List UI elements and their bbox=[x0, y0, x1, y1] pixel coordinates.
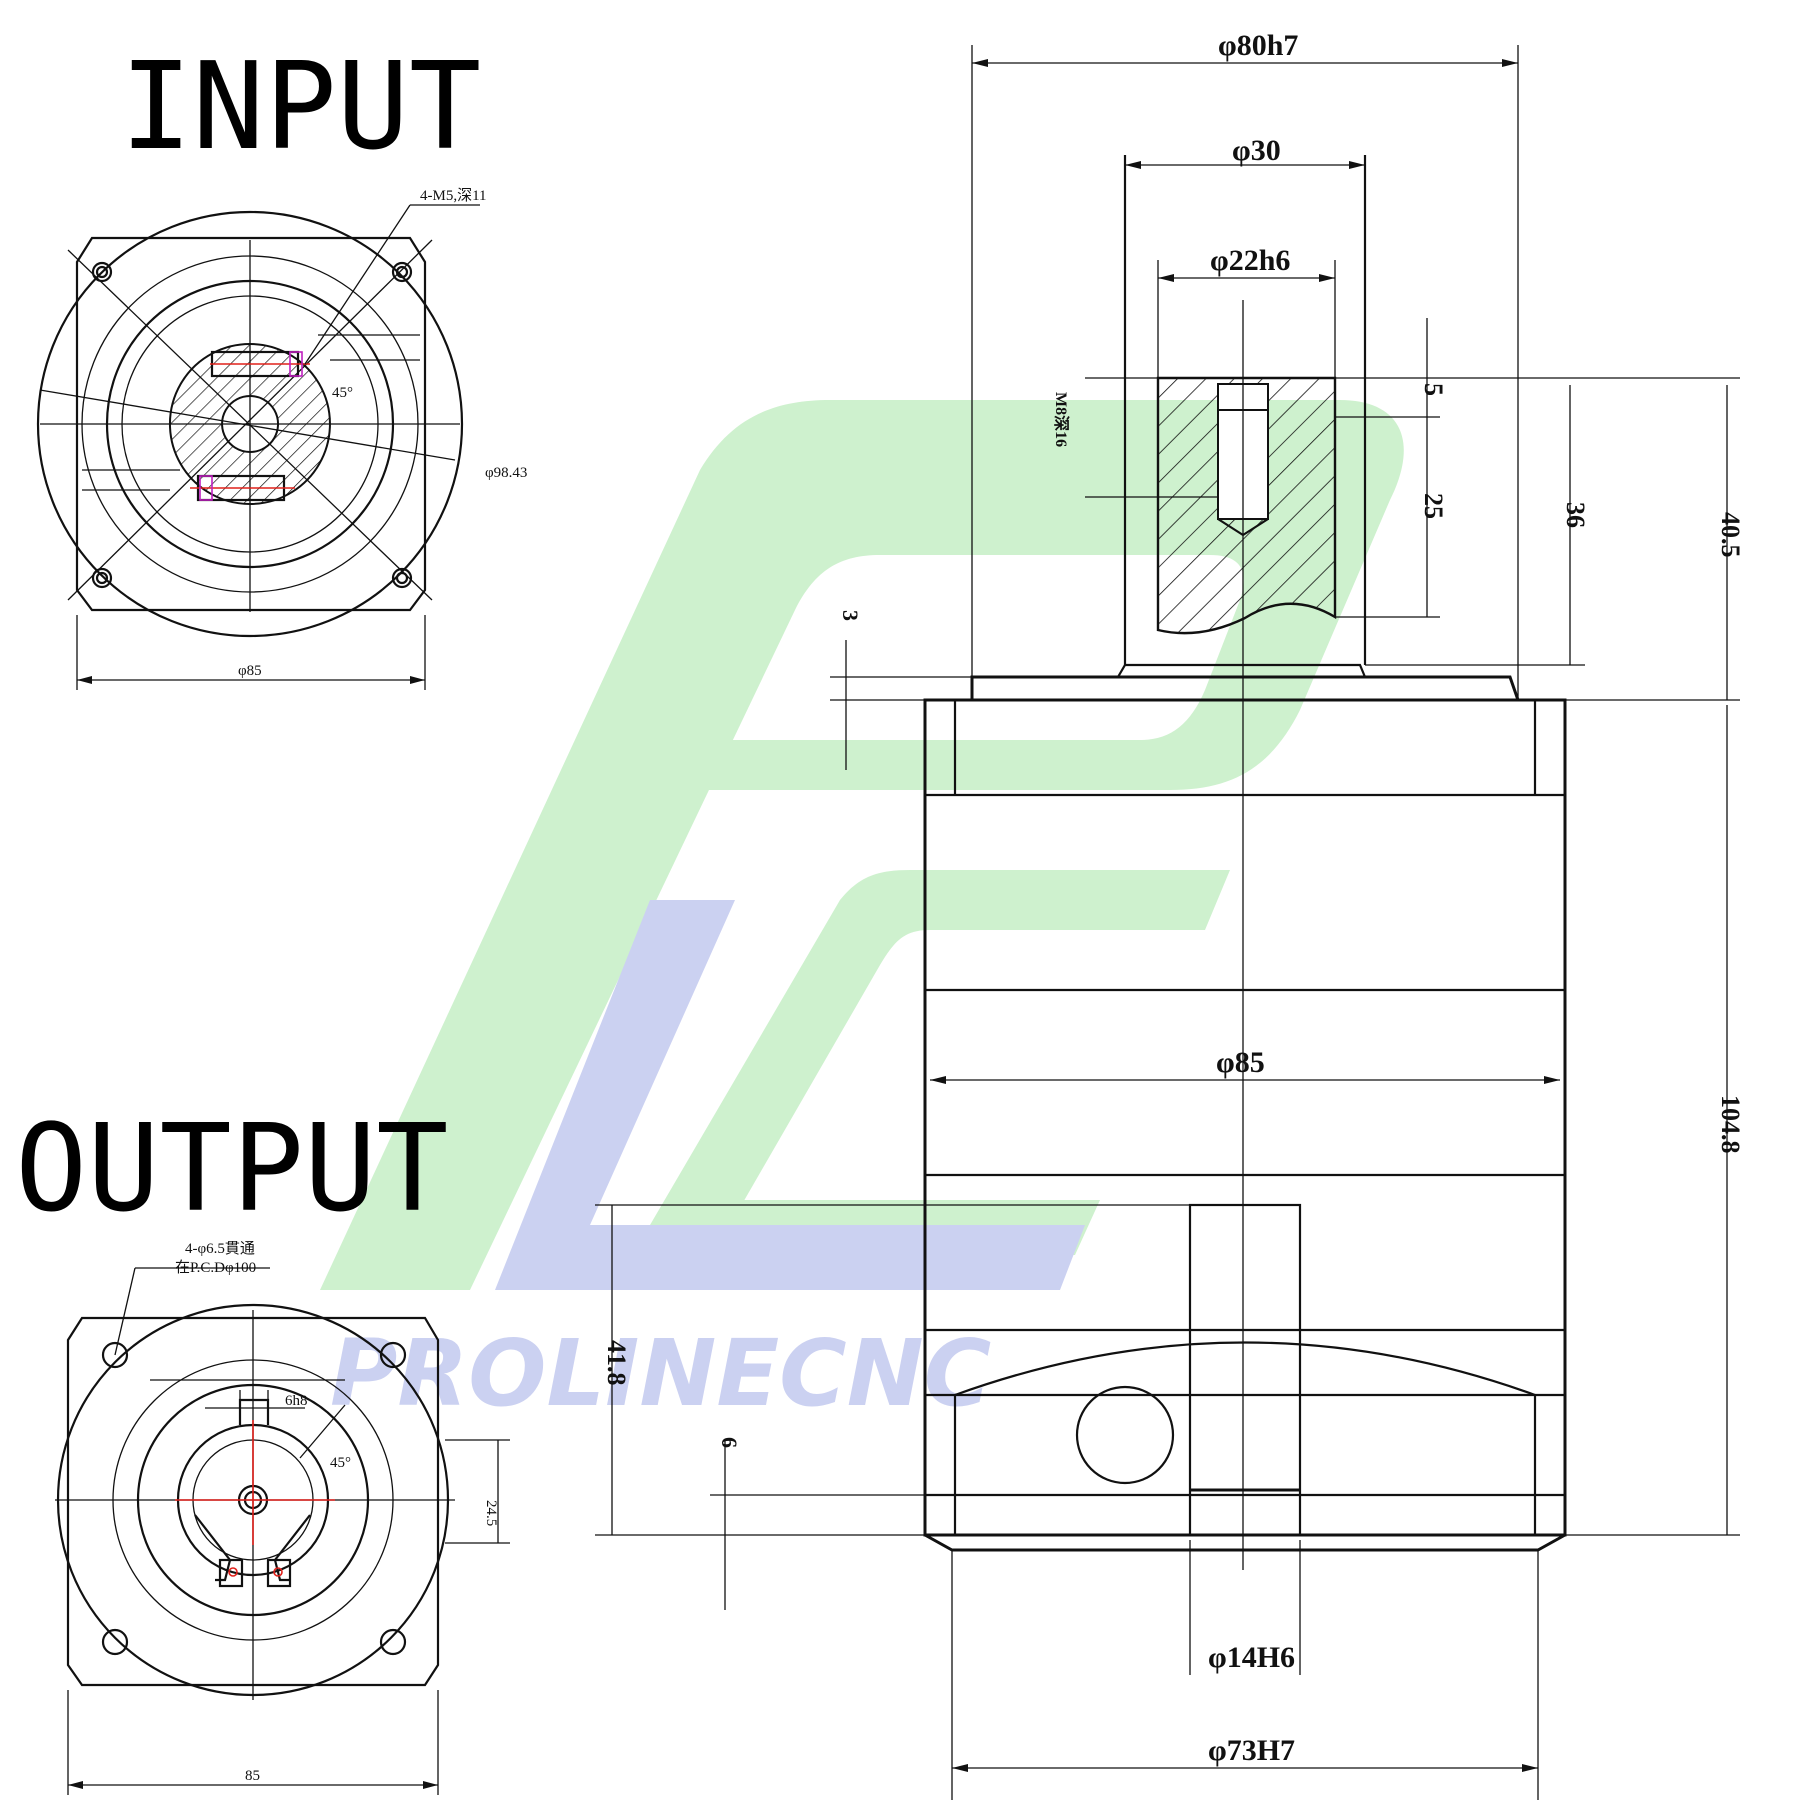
input-flange-view bbox=[36, 204, 480, 690]
input-width: φ85 bbox=[238, 663, 262, 679]
output-width: 85 bbox=[245, 1768, 260, 1784]
side-view bbox=[595, 45, 1740, 1800]
dim-length-5: 5 bbox=[1419, 383, 1448, 396]
input-clamp-ring bbox=[168, 343, 331, 505]
input-pcd: φ98.43 bbox=[485, 465, 527, 481]
output-flange-view bbox=[55, 1267, 510, 1795]
dim-pilot-diameter: φ80h7 bbox=[1218, 29, 1298, 62]
dim-length-25: 25 bbox=[1419, 493, 1448, 519]
output-mount-holes bbox=[101, 1341, 407, 1656]
dim-length-41-8: 41.8 bbox=[602, 1340, 631, 1386]
dim-shaft-diameter: φ22h6 bbox=[1210, 244, 1290, 277]
input-bolt-holes bbox=[91, 261, 413, 589]
output-title: OUTPUT bbox=[15, 1100, 448, 1239]
output-hole-callout-1: 4-φ6.5貫通 bbox=[185, 1240, 255, 1257]
output-key-height: 24.5 bbox=[483, 1500, 499, 1526]
dim-length-3: 3 bbox=[838, 610, 863, 621]
output-hole-callout-2: 在P.C.Dφ100 bbox=[175, 1259, 256, 1276]
watermark-blue-shape bbox=[495, 900, 1085, 1290]
dim-spigot-diameter: φ73H7 bbox=[1208, 1734, 1295, 1767]
input-angle: 45° bbox=[332, 385, 353, 401]
dim-body-diameter: φ85 bbox=[1216, 1046, 1265, 1079]
dim-length-6: 6 bbox=[717, 1437, 742, 1448]
input-title: INPUT bbox=[120, 38, 481, 177]
watermark-green-shape-2 bbox=[650, 870, 1230, 1225]
dim-length-104-8: 104.8 bbox=[1716, 1095, 1745, 1154]
dim-thread: M8深16 bbox=[1052, 392, 1071, 447]
dim-length-36: 36 bbox=[1561, 502, 1590, 528]
dim-bore-diameter: φ14H6 bbox=[1208, 1641, 1295, 1674]
output-angle: 45° bbox=[330, 1455, 351, 1471]
watermark-text: PROLINECNC bbox=[330, 1320, 991, 1427]
dim-shoulder-diameter: φ30 bbox=[1232, 134, 1281, 167]
input-bolt-callout: 4-M5,深11 bbox=[420, 187, 487, 204]
dim-length-40-5: 40.5 bbox=[1716, 512, 1745, 558]
output-keyway: 6h8 bbox=[285, 1393, 308, 1409]
